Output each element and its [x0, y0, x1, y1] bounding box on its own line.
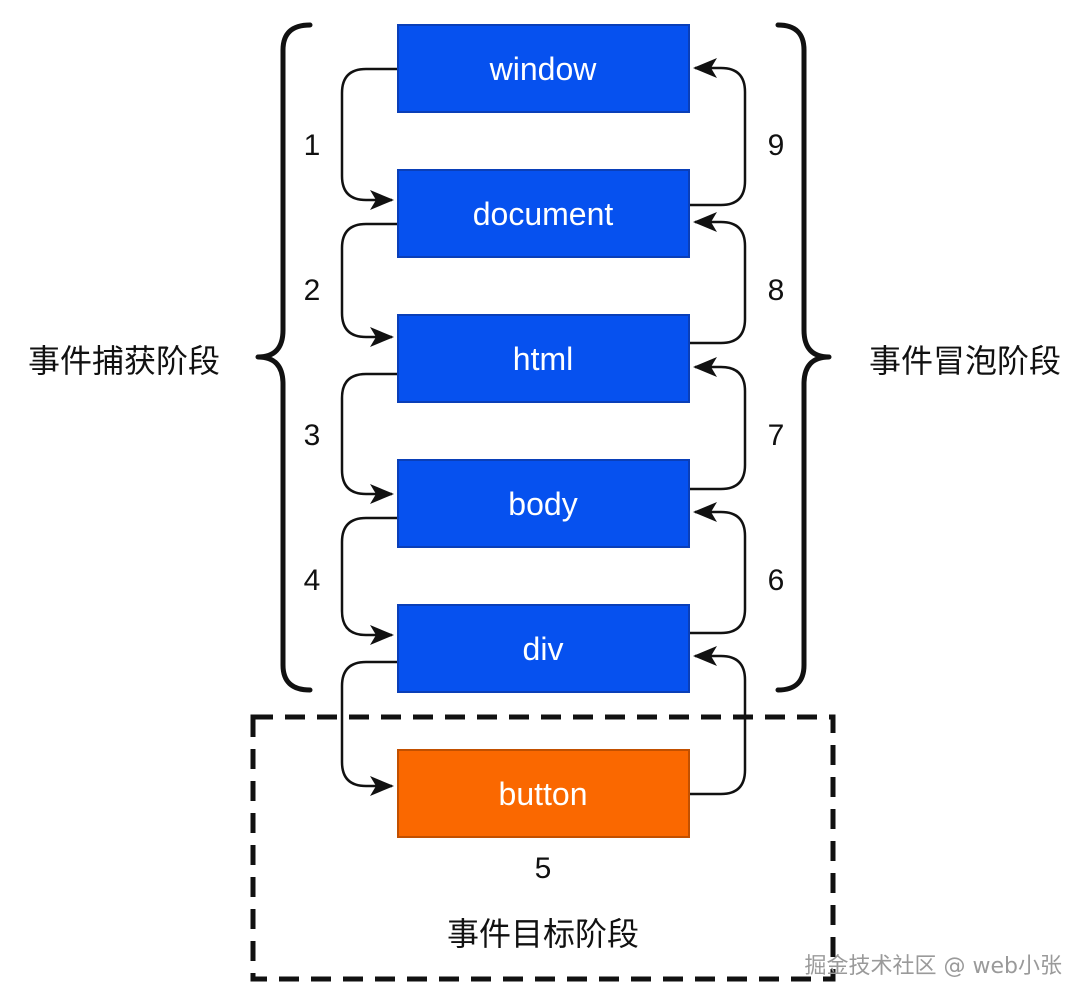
node-div-label: div	[523, 631, 564, 667]
node-body: body	[397, 459, 690, 548]
capture-arrow-5	[340, 660, 398, 796]
node-document: document	[397, 169, 690, 258]
capture-arrow-4	[340, 516, 398, 645]
node-body-label: body	[508, 486, 577, 522]
bubble-phase-label: 事件冒泡阶段	[869, 342, 1061, 380]
bubble-step-7: 7	[768, 419, 785, 452]
target-phase-frame	[250, 714, 836, 982]
node-window-label: window	[489, 51, 598, 87]
bubble-arrow-7	[689, 502, 747, 635]
node-window-box	[397, 24, 690, 113]
node-document-box	[397, 169, 690, 258]
bubble-arrow-8	[689, 357, 747, 491]
capture-step-4: 4	[304, 564, 321, 597]
node-div-box	[397, 604, 690, 693]
capture-phase-brace	[255, 22, 313, 693]
bubble-step-6: 6	[768, 564, 785, 597]
capture-step-3: 3	[304, 419, 321, 452]
node-html-label: html	[513, 341, 573, 377]
bubble-step-8: 8	[768, 274, 785, 307]
node-button-box	[397, 749, 690, 838]
node-html: html	[397, 314, 690, 403]
capture-step-1: 1	[304, 129, 321, 162]
bubble-phase-brace	[775, 22, 832, 693]
bubble-arrow-9	[689, 212, 747, 345]
node-window: window	[397, 24, 690, 113]
capture-arrow-3	[340, 372, 398, 504]
node-document-label: document	[473, 196, 614, 232]
capture-phase-label: 事件捕获阶段	[28, 342, 220, 380]
node-button: button	[397, 749, 690, 838]
bubble-arrow-10	[685, 58, 747, 207]
capture-step-2: 2	[304, 274, 321, 307]
node-html-box	[397, 314, 690, 403]
bubble-arrows	[685, 58, 747, 796]
capture-arrows	[340, 67, 398, 796]
target-phase-label: 事件目标阶段	[447, 915, 639, 953]
node-button-label: button	[499, 776, 588, 812]
node-div: div	[397, 604, 690, 693]
bubble-arrow-6	[689, 646, 747, 796]
capture-arrow-2	[340, 222, 398, 347]
target-step-5: 5	[535, 852, 552, 885]
watermark: 掘金技术社区 @ web小张	[805, 954, 1062, 979]
capture-arrow-1	[340, 67, 398, 210]
node-body-box	[397, 459, 690, 548]
bubble-step-9: 9	[768, 129, 785, 162]
